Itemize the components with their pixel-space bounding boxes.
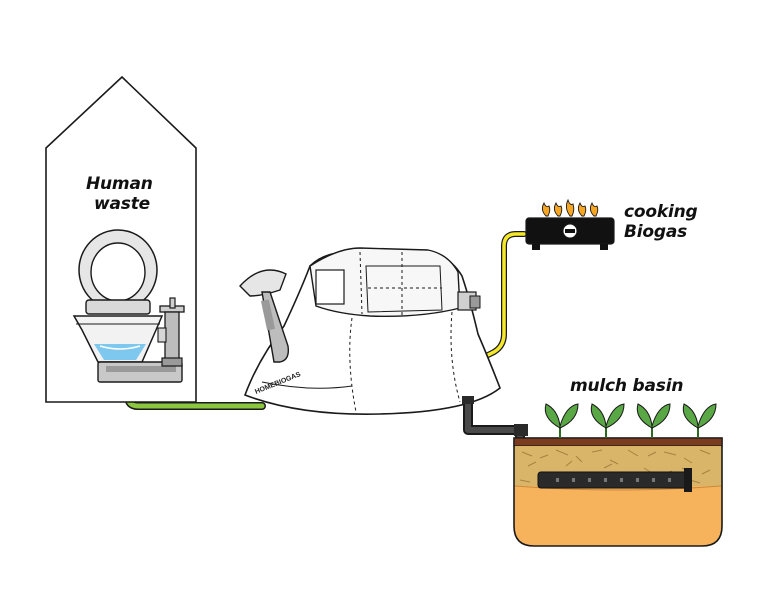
biogas-tank-icon: HOMEBIOGAS [243, 247, 501, 415]
flame-icons [541, 198, 599, 217]
plant-icon [590, 403, 625, 438]
cooking-line2: Biogas [624, 222, 688, 242]
stove-icon [525, 198, 615, 250]
pump-valve-icon [157, 297, 185, 367]
toilet-icon [72, 229, 183, 383]
mulch-basin-label: mulch basin [570, 376, 684, 396]
human-waste-label: Human waste [86, 174, 196, 214]
inlet-funnel-icon [239, 269, 290, 363]
human-waste-line2: waste [94, 194, 150, 214]
cooking-biogas-label: cooking Biogas [624, 202, 734, 242]
cooking-line1: cooking [624, 202, 698, 222]
plant-icon [682, 403, 717, 438]
pipe-holes [556, 478, 671, 482]
plant-icon [636, 403, 671, 438]
plant-icon [544, 403, 579, 438]
yellow-gas-pipe [483, 231, 527, 359]
plants [544, 403, 717, 438]
human-waste-line1: Human [86, 174, 153, 194]
mulch-basin-icon [513, 437, 723, 547]
